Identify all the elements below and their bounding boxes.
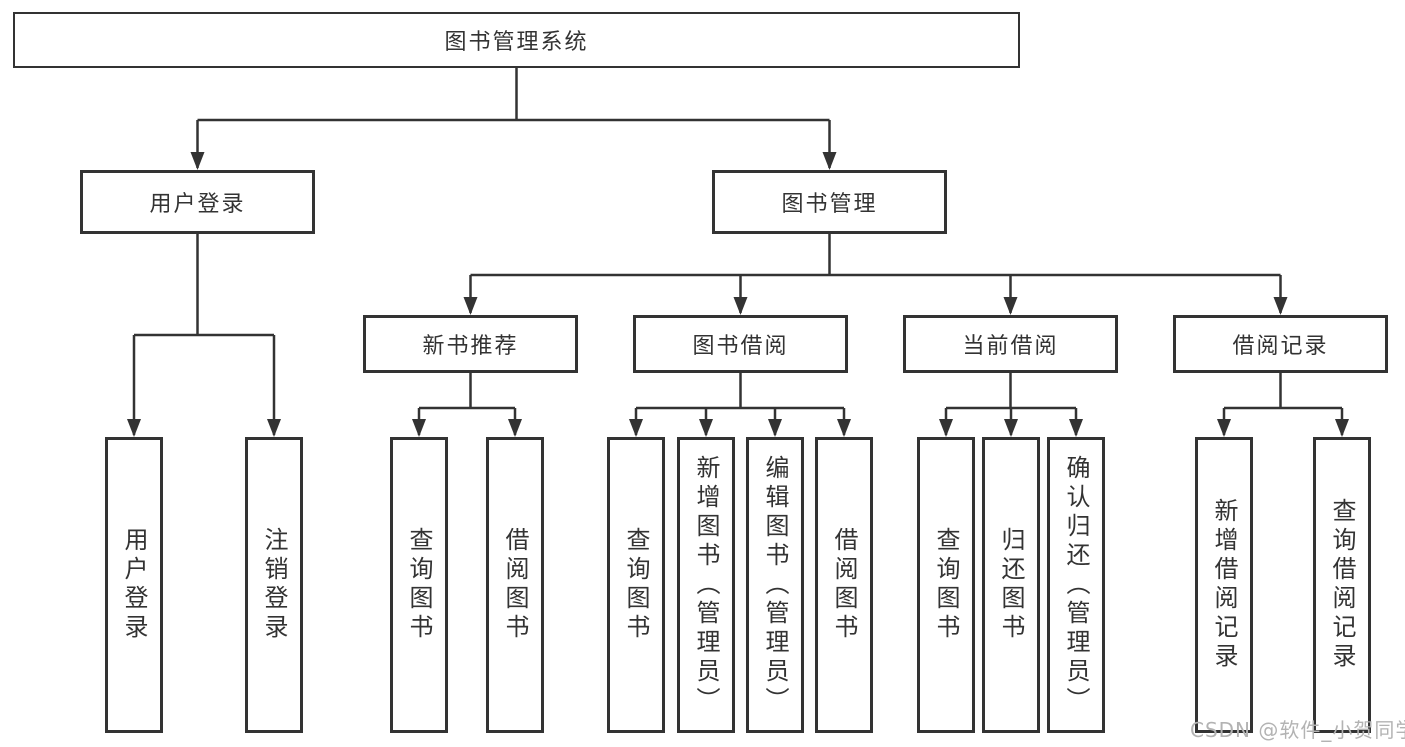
node-book-management: 图书管理 xyxy=(712,170,947,234)
leaf-records-add-borrow-record: 新增借阅记录 xyxy=(1195,437,1253,733)
leaf-borrow-edit-books-admin: 编辑图书（管理员） xyxy=(746,437,804,733)
connector-borrow-records-to-leaves xyxy=(1217,373,1349,437)
leaf-borrow-borrow-books: 借阅图书 xyxy=(815,437,873,733)
connector-book-mgmt-to-level3 xyxy=(463,234,1288,315)
leaf-current-return-books: 归还图书 xyxy=(982,437,1040,733)
node-book-borrowing: 图书借阅 xyxy=(633,315,848,373)
leaf-borrow-add-books-admin: 新增图书（管理员） xyxy=(677,437,735,733)
node-borrowing-records: 借阅记录 xyxy=(1173,315,1388,373)
connector-current-borrow-to-leaves xyxy=(939,373,1083,437)
connector-user-login-to-leaves xyxy=(127,234,281,437)
node-library-management-system: 图书管理系统 xyxy=(13,12,1020,68)
leaf-records-query-borrow-record: 查询借阅记录 xyxy=(1313,437,1371,733)
connector-root-to-level2 xyxy=(190,68,837,170)
connector-new-book-rec-to-leaves xyxy=(412,373,522,437)
node-current-borrowing: 当前借阅 xyxy=(903,315,1118,373)
leaf-borrow-query-books: 查询图书 xyxy=(607,437,665,733)
connector-book-borrow-to-leaves xyxy=(629,373,851,437)
leaf-current-query-books: 查询图书 xyxy=(917,437,975,733)
leaf-user-login: 用户登录 xyxy=(105,437,163,733)
leaf-newbook-query-books: 查询图书 xyxy=(390,437,448,733)
node-new-book-recommend: 新书推荐 xyxy=(363,315,578,373)
leaf-logout: 注销登录 xyxy=(245,437,303,733)
csdn-watermark: CSDN @软件_小贺同学 xyxy=(1190,718,1405,742)
leaf-newbook-borrow-books: 借阅图书 xyxy=(486,437,544,733)
leaf-current-confirm-return-admin: 确认归还（管理员） xyxy=(1047,437,1105,733)
node-user-login: 用户登录 xyxy=(80,170,315,234)
